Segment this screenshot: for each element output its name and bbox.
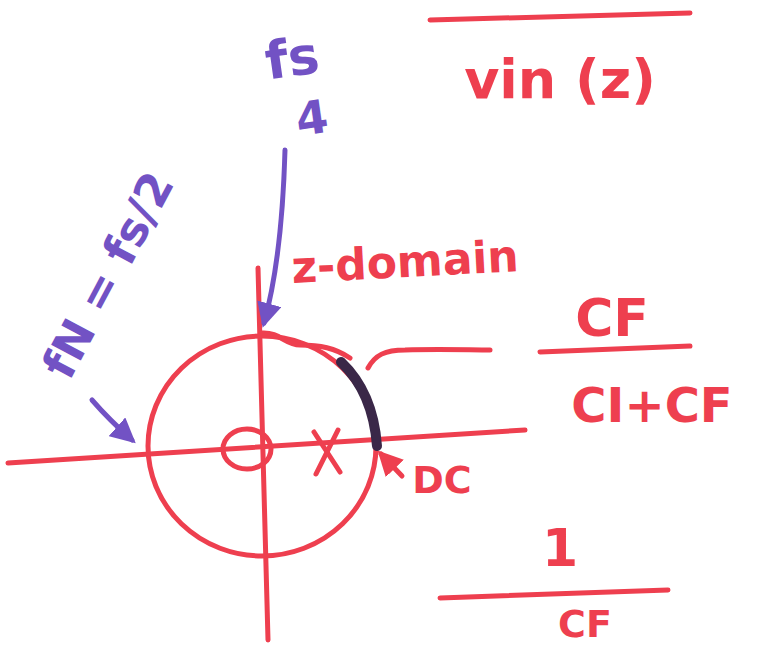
fraction-numerator: 1: [542, 522, 578, 574]
frequency-label: fs: [262, 29, 322, 88]
pole-marker: [316, 430, 338, 474]
passband-arc: [341, 362, 377, 446]
fraction-bar: [430, 13, 690, 20]
unit-circle: [148, 336, 376, 556]
nyquist-arrow: [92, 400, 132, 440]
nyquist-label: fN = fs/2: [35, 165, 181, 386]
fraction-bar: [440, 590, 668, 598]
fraction-bar: [540, 346, 690, 352]
fs4-arrow: [264, 150, 285, 323]
transfer-function-name: vin (z): [464, 53, 656, 107]
fraction-denominator: CF: [558, 605, 612, 643]
response-curve: [368, 350, 490, 368]
domain-label: z-domain: [290, 234, 520, 290]
dc-arrow: [381, 454, 402, 476]
fraction-denominator: CI+CF: [571, 381, 732, 429]
dc-label: DC: [412, 461, 471, 499]
frequency-label: 4: [293, 93, 331, 143]
response-curve: [262, 333, 350, 358]
zero-marker: [223, 429, 271, 469]
fraction-numerator: CF: [575, 292, 649, 344]
